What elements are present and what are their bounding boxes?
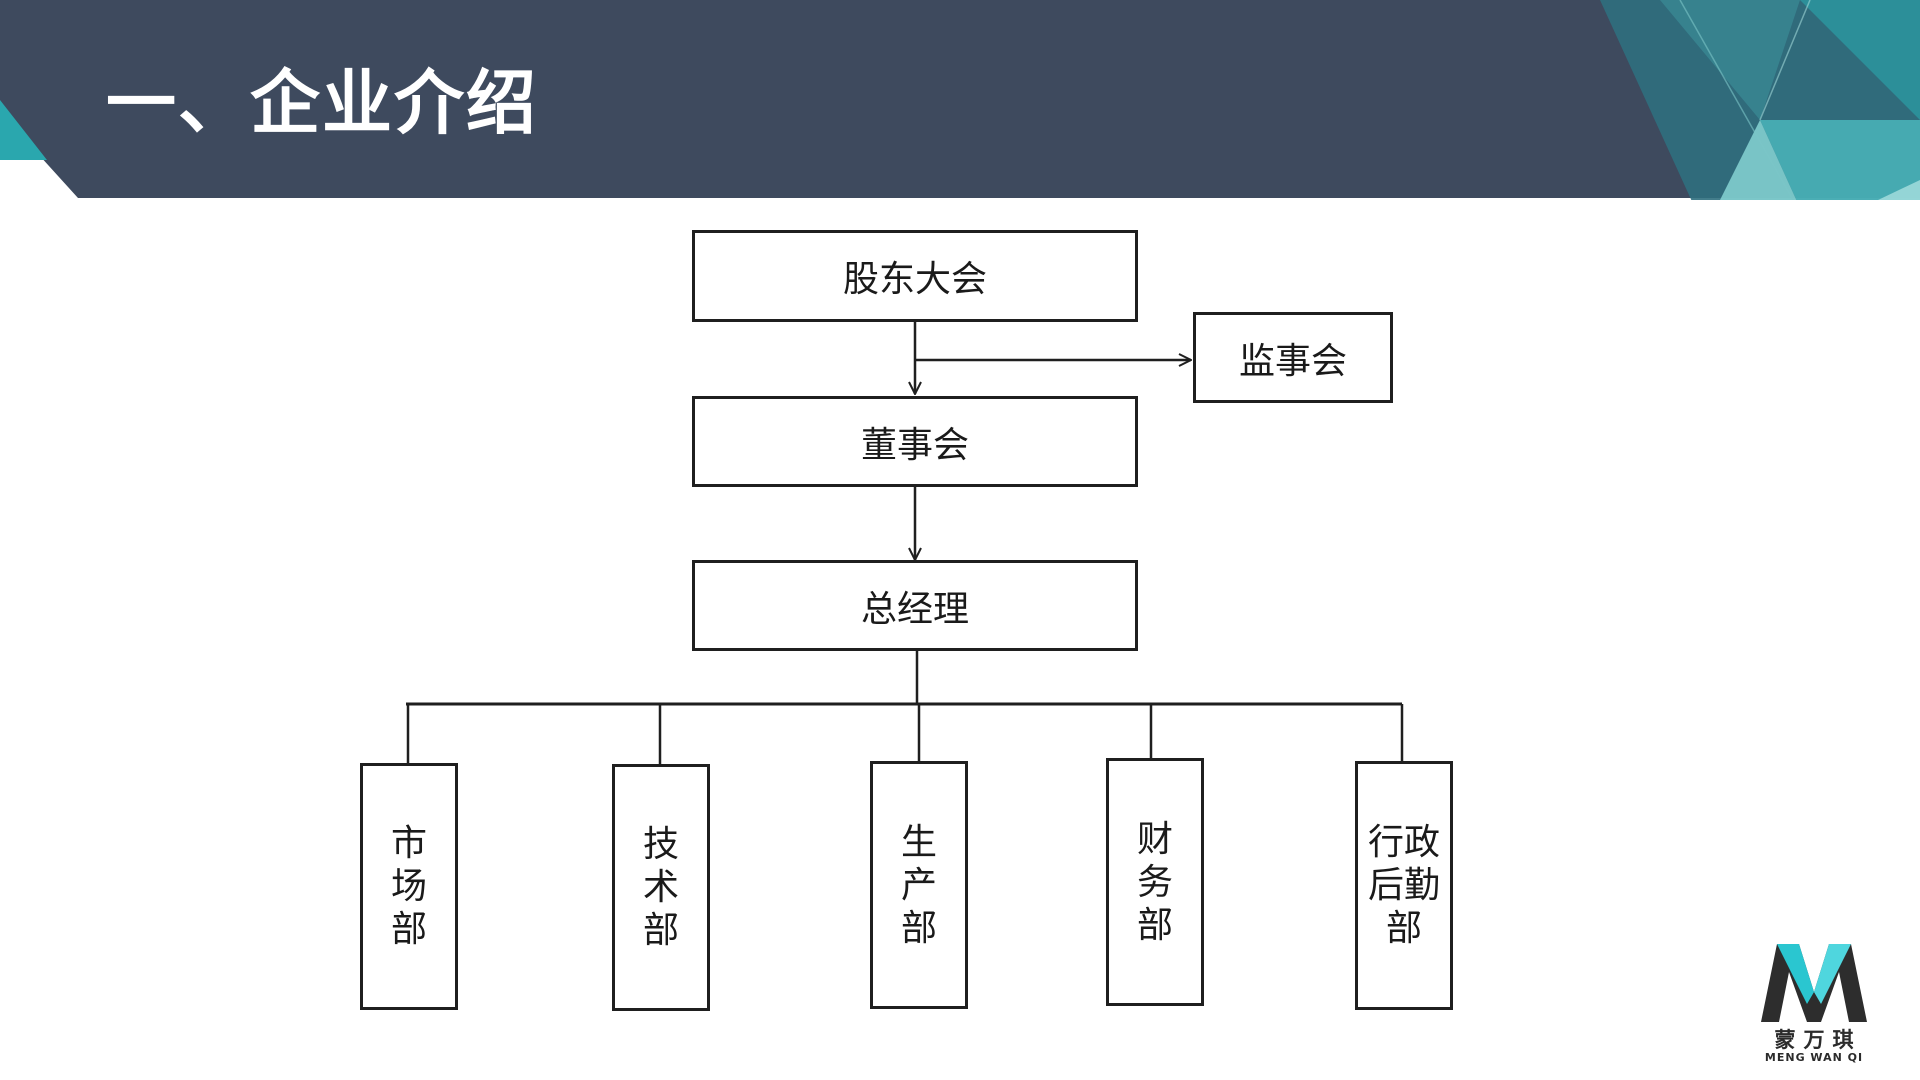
node-label: 监事会 xyxy=(1238,340,1347,382)
node-label: 总经理 xyxy=(860,588,969,630)
header-left-accent xyxy=(0,100,47,160)
node-general-manager: 总经理 xyxy=(692,560,1138,651)
department-label: 技术部 xyxy=(642,824,679,951)
slide-title: 一、企业介绍 xyxy=(106,62,538,144)
node-department: 财务部 xyxy=(1106,758,1204,1006)
logo-english-text: MENG WAN QI xyxy=(1764,1051,1864,1064)
node-shareholders-meeting: 股东大会 xyxy=(692,230,1138,322)
department-label: 生产部 xyxy=(900,821,937,949)
node-department: 行政后勤部 xyxy=(1355,761,1453,1010)
department-label: 市场部 xyxy=(390,823,427,950)
node-label: 股东大会 xyxy=(842,259,987,300)
department-label: 行政后勤部 xyxy=(1368,822,1441,949)
department-label: 财务部 xyxy=(1136,818,1173,946)
node-department: 生产部 xyxy=(870,761,968,1009)
node-board-of-directors: 董事会 xyxy=(692,396,1138,487)
header-band xyxy=(0,0,1920,200)
node-label: 董事会 xyxy=(860,424,969,466)
node-department: 技术部 xyxy=(612,764,710,1011)
m-letter-logo-icon xyxy=(1761,944,1867,1022)
node-supervisory-board: 监事会 xyxy=(1193,312,1393,403)
logo-chinese-text: 蒙万琪 xyxy=(1774,1028,1862,1052)
header-background xyxy=(0,0,1920,198)
node-department: 市场部 xyxy=(360,763,458,1010)
company-logo: 蒙万琪 MENG WAN QI xyxy=(1755,942,1873,1064)
header-geometric-decoration xyxy=(1600,0,1920,200)
